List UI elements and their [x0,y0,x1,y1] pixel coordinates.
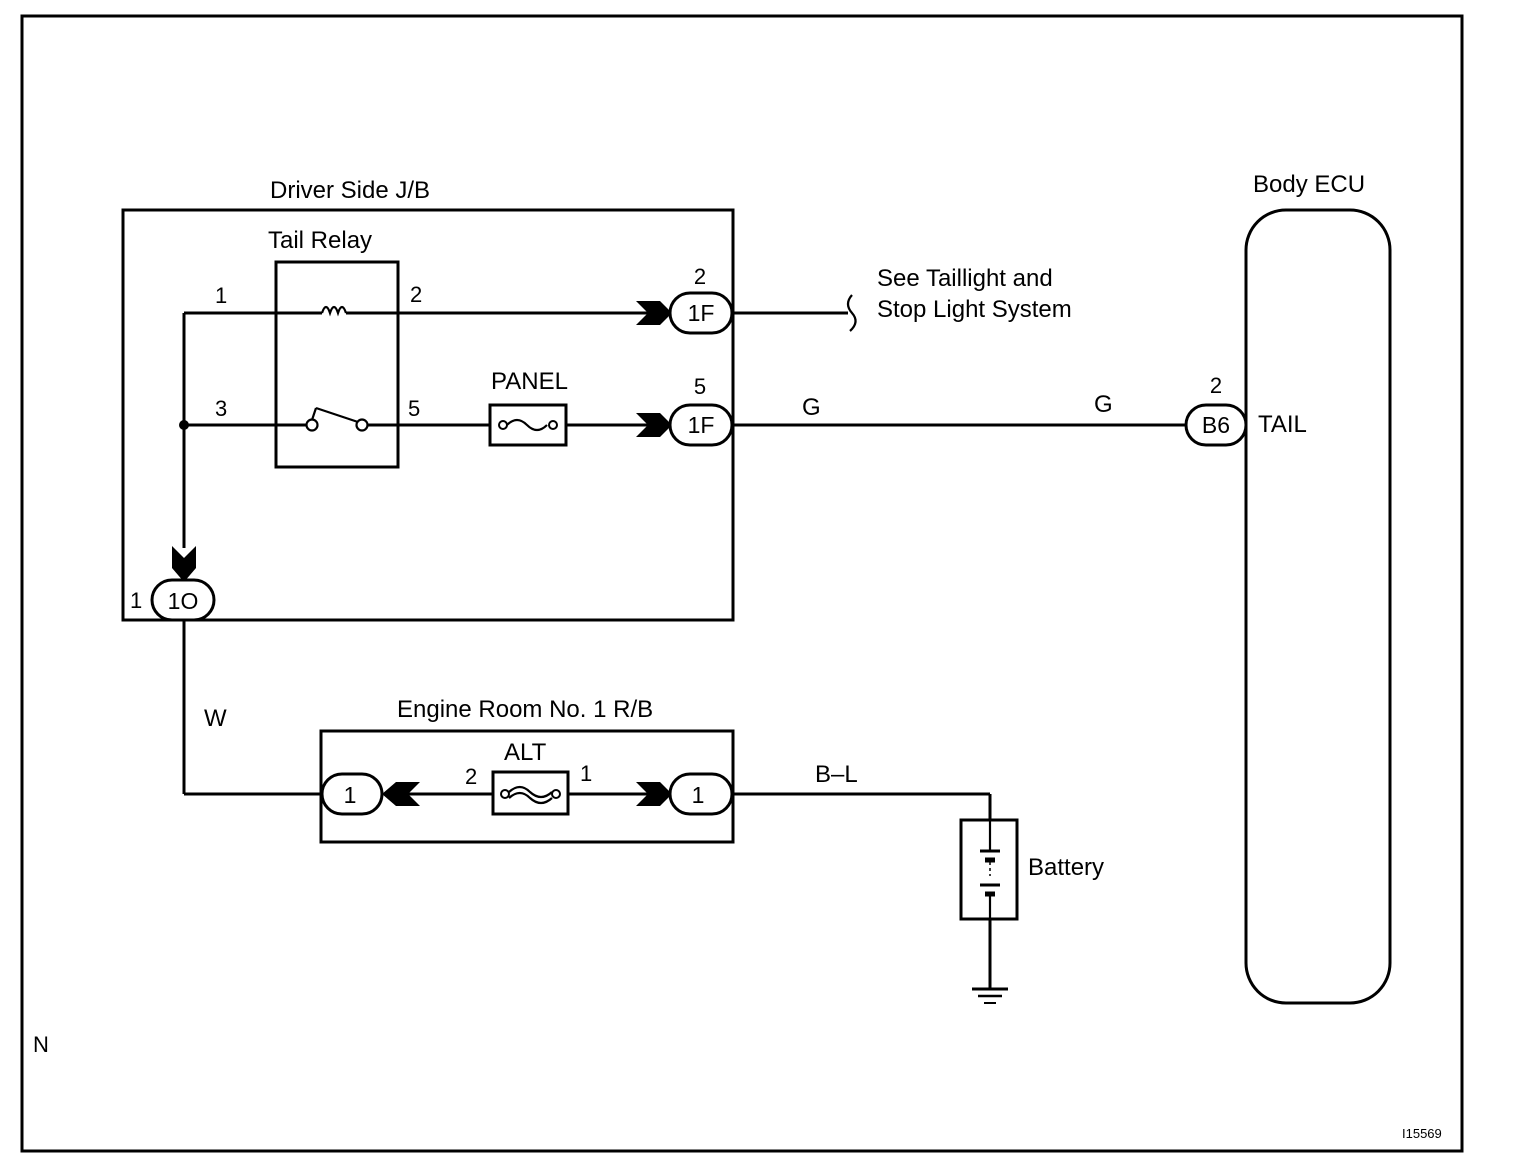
connector-1f-lower-arrow [636,413,672,437]
see-note-line2: Stop Light System [877,296,1072,323]
connector-1o-label: 1O [168,588,199,614]
connector-b6-pin: 2 [1210,373,1222,398]
engine-room-rb-title: Engine Room No. 1 R/B [397,696,653,723]
alt-fuse-pin-right: 1 [580,761,592,786]
engine-rb-connector-right-arrow [636,782,672,806]
driver-side-jb: Driver Side J/B Tail Relay 1 2 3 5 PA [121,177,735,622]
tail-relay-title: Tail Relay [268,227,372,254]
connector-1f-upper-arrow [636,301,672,325]
wire-w-label: W [204,705,227,732]
outer-frame [20,14,1464,1153]
panel-fuse-label: PANEL [491,368,568,395]
wire-g-left-label: G [802,394,821,421]
engine-room-rb-box [319,729,735,844]
connector-1o-pin: 1 [130,588,142,613]
relay-pin-2-label: 2 [410,282,422,307]
connector-1f-lower: 1F 5 [636,374,734,447]
panel-fuse-box [488,403,568,447]
wire-g-right-label: G [1094,391,1113,418]
relay-switch-contact-right [355,418,369,432]
relay-switch-contact-left [305,418,319,432]
relay-pin-3-label: 3 [215,396,227,421]
engine-rb-connector-left-label: 1 [344,782,357,808]
alt-fuse-label: ALT [504,739,547,766]
panel-fuse: PANEL [488,368,568,447]
alt-fuse-terminal-right [551,789,561,799]
battery: Battery [959,818,1104,921]
junction-dot [179,420,189,430]
panel-fuse-terminal-left [498,420,508,430]
alt-fuse-element-2 [508,791,553,805]
figure-id: I15569 [1402,1126,1442,1141]
driver-side-jb-box [121,208,735,622]
relay-switch-hinge [310,407,318,421]
relay-coil-symbol [320,305,348,317]
body-ecu-terminal-tail: TAIL [1258,411,1307,438]
tail-relay-box [274,260,400,469]
connector-1o: 1O 1 [130,546,216,622]
body-ecu-box [1244,208,1392,1005]
connector-1f-lower-pin: 5 [694,374,706,399]
panel-fuse-element [506,418,548,432]
connector-b6-body [1184,403,1248,447]
body-ecu: Body ECU B6 2 TAIL [1184,171,1392,1005]
see-note-line1: See Taillight and [877,265,1053,292]
panel-fuse-terminal-right [548,420,558,430]
engine-rb-connector-right-label: 1 [692,782,705,808]
wire-break-symbol [846,294,857,332]
connector-1f-upper: 1F 2 [636,264,734,335]
alt-fuse-element [508,785,553,799]
connector-b6-label: B6 [1202,412,1230,438]
corner-letter: N [33,1032,49,1057]
driver-side-jb-title: Driver Side J/B [270,177,430,204]
alt-fuse-terminal-left [500,789,510,799]
connector-1f-upper-label: 1F [688,300,715,326]
wire-bl-label: B–L [815,761,858,788]
tail-relay: Tail Relay [268,227,400,469]
body-ecu-title: Body ECU [1253,171,1365,198]
connector-1f-lower-label: 1F [688,412,715,438]
ground-symbol [972,919,1008,1004]
engine-room-rb: Engine Room No. 1 R/B 1 ALT 2 1 1 [319,696,735,844]
engine-rb-connector-left-arrow [382,782,420,806]
alt-fuse-pin-left: 2 [465,764,477,789]
relay-pin-1-label: 1 [215,283,227,308]
connector-1o-arrow [172,546,196,582]
battery-label: Battery [1028,854,1104,881]
relay-pin-5-label: 5 [408,396,420,421]
connector-1f-upper-pin: 2 [694,264,706,289]
relay-switch-blade [315,406,359,424]
